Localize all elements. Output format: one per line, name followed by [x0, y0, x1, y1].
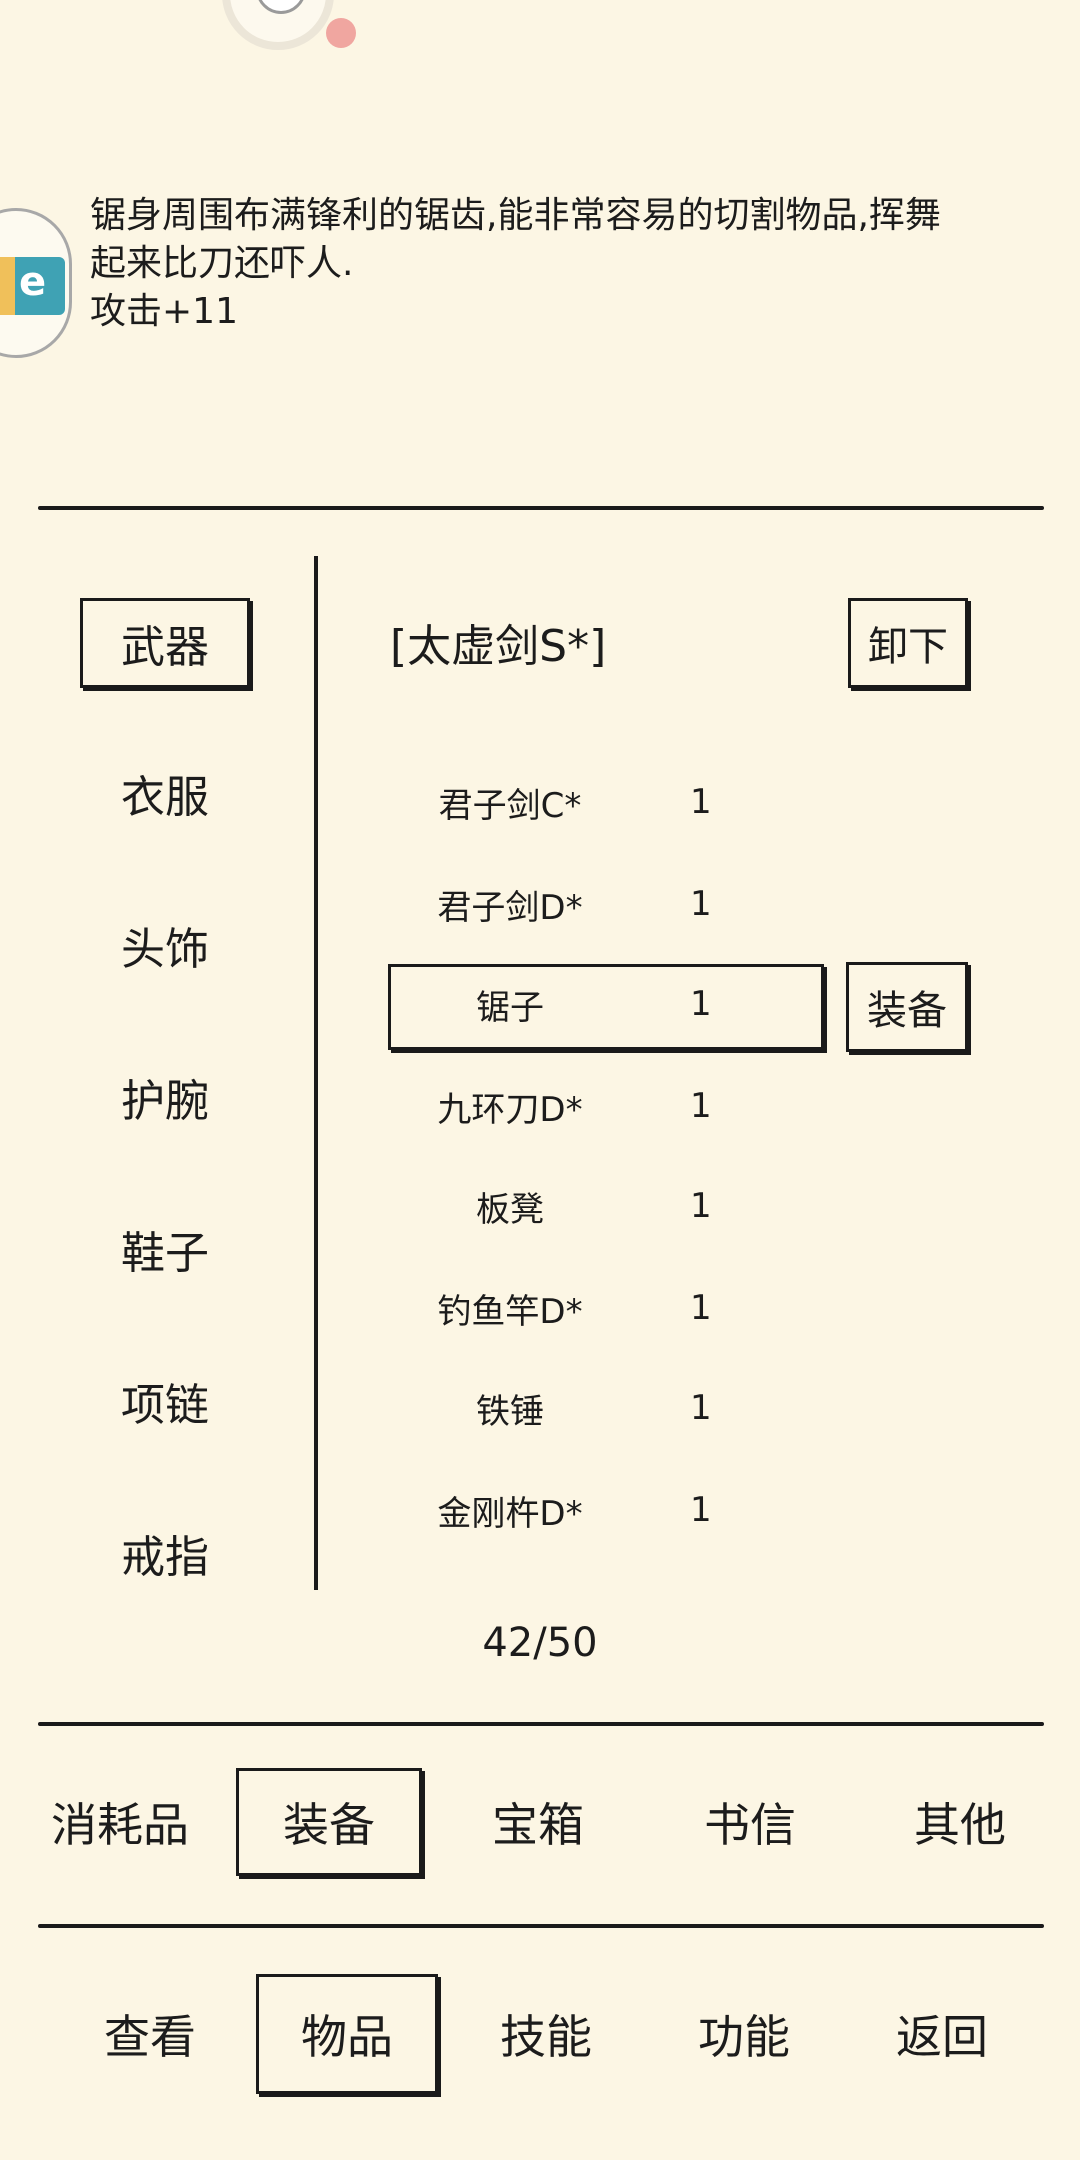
list-item[interactable]: 金刚杵D* 1: [437, 1490, 712, 1534]
list-item[interactable]: 君子剑C* 1: [438, 782, 712, 826]
tab-functions[interactable]: 功能: [698, 2010, 790, 2064]
tab-items[interactable]: 物品: [256, 1974, 438, 2094]
list-item[interactable]: 钓鱼竿D* 1: [437, 1288, 712, 1332]
tab-skills[interactable]: 技能: [500, 2010, 592, 2064]
equip-button[interactable]: 装备: [846, 962, 968, 1052]
notification-dot: [326, 18, 356, 48]
tab-return[interactable]: 返回: [896, 2010, 988, 2064]
tab-other[interactable]: 其他: [914, 1798, 1006, 1852]
divider-top: [38, 506, 1044, 510]
item-preview-icon: [0, 257, 65, 315]
tab-letters[interactable]: 书信: [704, 1798, 796, 1852]
divider-vertical: [314, 556, 318, 1590]
item-list[interactable]: 君子剑C* 1 君子剑D* 1 锯子 1 九环刀D* 1 板凳 1 钓鱼竿D* …: [380, 740, 980, 1592]
list-item[interactable]: 铁锹 1: [380, 1566, 980, 1592]
list-item[interactable]: 铁锤 1: [476, 1388, 712, 1432]
list-item[interactable]: 九环刀D* 1: [437, 1086, 712, 1130]
category-ring[interactable]: 戒指: [121, 1532, 209, 1583]
tab-view[interactable]: 查看: [104, 2010, 196, 2064]
equipped-item-name: [太虚剑S*]: [390, 621, 607, 672]
inventory-capacity: 42/50: [482, 1620, 598, 1666]
divider-middle: [38, 1722, 1044, 1726]
player-avatar[interactable]: [222, 0, 334, 50]
list-item[interactable]: 板凳 1: [476, 1186, 712, 1230]
avatar-face-icon: [256, 0, 306, 14]
description-stat: 攻击+11: [90, 291, 238, 332]
unequip-button[interactable]: 卸下: [848, 598, 968, 688]
list-item[interactable]: 君子剑D* 1: [437, 884, 712, 928]
selected-item-frame: [388, 964, 824, 1050]
category-headwear[interactable]: 头饰: [121, 924, 209, 975]
item-preview: [0, 208, 72, 358]
category-shoes[interactable]: 鞋子: [121, 1228, 209, 1279]
tab-chests[interactable]: 宝箱: [492, 1798, 584, 1852]
description-text: 锯身周围布满锋利的锯齿,能非常容易的切割物品,挥舞 起来比刀还吓人.: [90, 195, 941, 284]
category-clothes[interactable]: 衣服: [121, 772, 209, 823]
item-description: 锯身周围布满锋利的锯齿,能非常容易的切割物品,挥舞 起来比刀还吓人. 攻击+11: [90, 192, 1010, 336]
tab-equipment[interactable]: 装备: [236, 1768, 422, 1876]
category-bracer[interactable]: 护腕: [121, 1076, 209, 1127]
divider-bottom: [38, 1924, 1044, 1928]
tab-consumables[interactable]: 消耗品: [51, 1798, 189, 1852]
category-necklace[interactable]: 项链: [121, 1380, 209, 1431]
list-item-selected[interactable]: 锯子 1: [476, 984, 712, 1028]
category-weapon[interactable]: 武器: [80, 598, 250, 688]
